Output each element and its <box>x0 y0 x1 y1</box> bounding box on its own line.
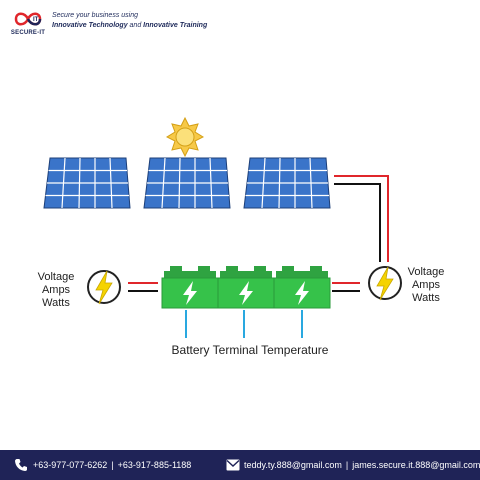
email-addresses: teddy.ty.888@gmail.com|james.secure.it.8… <box>244 460 480 470</box>
email-1[interactable]: teddy.ty.888@gmail.com <box>244 460 342 470</box>
svg-text:IT: IT <box>33 17 39 23</box>
solar-panel-icon <box>143 157 231 209</box>
sun-icon <box>165 116 205 158</box>
tagline-bold-2: Innovative Training <box>143 22 208 29</box>
left-voltage-label: Voltage <box>37 271 75 283</box>
phone-numbers: +63-977-077-6262|+63-917-885-1188 <box>33 460 191 470</box>
tagline-and: and <box>127 22 144 29</box>
mail-icon <box>226 459 240 471</box>
battery-wires <box>128 282 360 292</box>
battery-temperature-label: Battery Terminal Temperature <box>171 343 329 357</box>
infinity-logo-icon: IT <box>14 12 42 26</box>
tagline-line-1: Secure your business using <box>52 12 138 19</box>
battery-icon <box>161 266 219 309</box>
solar-system-diagram <box>43 116 402 338</box>
right-amps-label: Amps <box>411 279 441 291</box>
left-meter-labels: Voltage Amps Watts <box>30 271 82 310</box>
secure-it-logo: IT SECURE-IT <box>8 8 48 40</box>
tagline-bold-1: Innovative Technology <box>52 22 128 29</box>
email-2[interactable]: james.secure.it.888@gmail.com <box>352 460 480 470</box>
phone-1[interactable]: +63-977-077-6262 <box>33 460 108 470</box>
tagline: Secure your business using Innovative Te… <box>52 11 207 31</box>
phone-2[interactable]: +63-917-885-1188 <box>117 460 192 470</box>
battery-icon <box>217 266 275 309</box>
right-voltage-label: Voltage <box>407 266 445 278</box>
phone-separator: | <box>111 460 114 470</box>
panel-wires <box>334 175 389 262</box>
header: IT SECURE-IT Secure your business using … <box>0 0 480 48</box>
solar-panel-icon <box>243 157 331 209</box>
lightning-meter-icon <box>368 266 402 301</box>
email-separator: | <box>345 460 349 470</box>
battery-icon <box>273 266 331 309</box>
logo-text: SECURE-IT <box>10 30 46 36</box>
left-amps-label: Amps <box>41 284 71 296</box>
right-watts-label: Watts <box>412 292 440 304</box>
right-meter-labels: Voltage Amps Watts <box>400 266 452 305</box>
solar-panel-icon <box>43 157 131 209</box>
left-watts-label: Watts <box>42 297 70 309</box>
footer-contact-bar: +63-977-077-6262|+63-917-885-1188 teddy.… <box>0 450 480 480</box>
lightning-meter-icon <box>87 270 121 305</box>
tagline-line-2: Innovative Technology and Innovative Tra… <box>52 21 207 31</box>
temperature-sensor-lines <box>185 310 303 338</box>
phone-icon <box>15 459 27 471</box>
